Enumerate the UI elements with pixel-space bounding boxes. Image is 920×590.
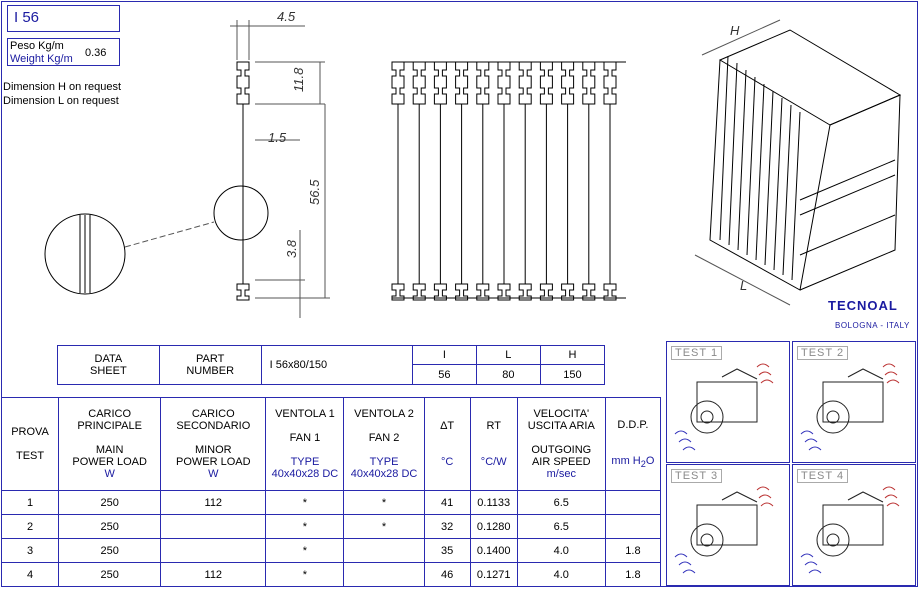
note-h: Dimension H on request	[3, 81, 122, 93]
hdr-rt: RT°C/W	[469, 397, 518, 491]
val-i: 56	[411, 364, 477, 385]
dim-56-5: 56.5	[307, 179, 322, 205]
iso-fin-line	[719, 55, 729, 241]
dim-11-8: 11.8	[291, 67, 306, 92]
iso-fin-line	[737, 69, 747, 251]
col-l: L	[475, 345, 541, 365]
val-h: 150	[539, 364, 606, 385]
fin-profile	[412, 61, 426, 301]
model-title: I 56	[7, 5, 120, 32]
dim-4-5: 4.5	[277, 9, 296, 24]
iso-fin-line	[782, 104, 792, 276]
fan-assembly-icon	[800, 363, 900, 451]
test-panel-1: TEST 1	[666, 341, 790, 463]
dim-3-8: 3.8	[284, 239, 299, 258]
fin-profile	[539, 61, 553, 301]
test-panel-4: TEST 4	[792, 464, 916, 586]
iso-fin-line	[791, 111, 801, 281]
col-h: H	[539, 345, 606, 365]
weight-box: Peso Kg/m Weight Kg/m 0.36	[7, 38, 120, 66]
fin-profile	[476, 61, 490, 301]
fin-profile	[391, 61, 405, 301]
weight-label-it: Peso Kg/m	[10, 40, 64, 52]
fin-profile	[433, 61, 447, 301]
tecnoal-logo: TECNOAL	[828, 298, 898, 313]
test-label-4: TEST 4	[797, 469, 849, 483]
col-i: I	[411, 345, 477, 365]
fin-profile	[582, 61, 596, 301]
weight-label-en: Weight Kg/m	[10, 53, 73, 65]
fan-assembly-icon	[674, 486, 774, 574]
fin-profile	[561, 61, 575, 301]
part-value: I 56x80/150	[260, 345, 413, 385]
iso-fin-line	[728, 62, 738, 246]
dim-l: L	[740, 278, 747, 293]
test-panel-3: TEST 3	[666, 464, 790, 586]
dim-h: H	[730, 23, 740, 38]
test-label-2: TEST 2	[797, 346, 849, 360]
fan-assembly-icon	[674, 363, 774, 451]
iso-fin-line	[755, 83, 765, 261]
dim-1-5: 1.5	[268, 130, 287, 145]
iso-fin-line	[746, 76, 756, 256]
fan-assembly-icon	[800, 486, 900, 574]
weight-value: 0.36	[85, 47, 107, 59]
val-l: 80	[475, 364, 541, 385]
profile-drawing: 4.5 11.8 1.5 56.5 3.8 H L	[44, 9, 902, 318]
iso-fin-line	[773, 97, 783, 271]
test-panel-2: TEST 2	[792, 341, 916, 463]
note-l: Dimension L on request	[3, 95, 119, 107]
fin-profile	[455, 61, 469, 301]
test-label-1: TEST 1	[671, 346, 723, 360]
hdr-dt: ΔT°C	[423, 397, 471, 491]
test-label-3: TEST 3	[671, 469, 723, 483]
logo-subtitle: BOLOGNA - ITALY	[835, 321, 910, 330]
fin-profile	[518, 61, 532, 301]
fin-profile	[497, 61, 511, 301]
fin-profile	[603, 61, 617, 301]
iso-fin-line	[764, 90, 774, 266]
hdr-ddp: D.D.P.mm H2O	[604, 397, 662, 491]
